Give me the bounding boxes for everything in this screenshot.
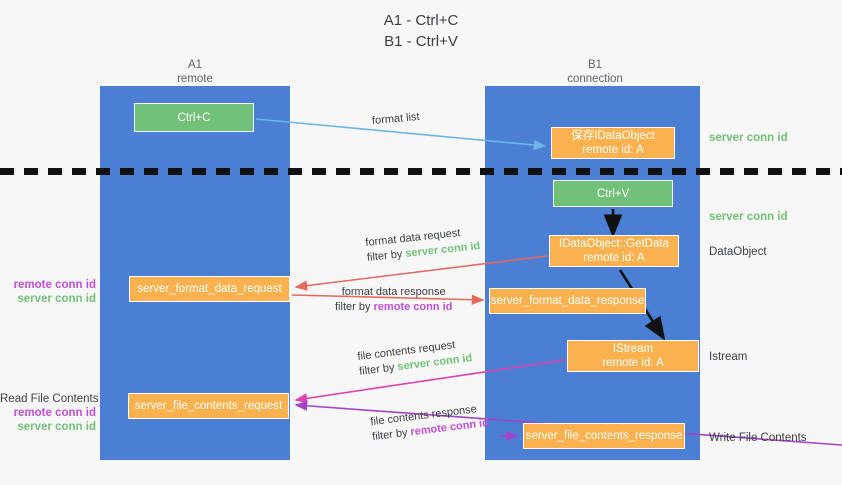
label-file-contents-request: file contents request filter by server c… xyxy=(357,336,474,380)
label-format-data-response: format data response filter by remote co… xyxy=(335,285,452,315)
node-getdata[interactable]: IDataObject::GetData remote id: A xyxy=(549,235,679,267)
title-line-2: B1 - Ctrl+V xyxy=(384,33,458,50)
note-server-conn-id-2: server conn id xyxy=(17,421,96,433)
label-format-data-request: format data request filter by server con… xyxy=(365,224,481,266)
node-server-format-data-request[interactable]: server_format_data_request xyxy=(129,276,290,302)
note-server-conn-id-1: server conn id xyxy=(17,293,96,305)
label-format-list: format list xyxy=(371,110,421,129)
filter-prefix: filter by xyxy=(358,361,399,378)
note-remote-conn-id-2: remote conn id xyxy=(13,407,96,419)
title-line-1: A1 - Ctrl+C xyxy=(383,12,459,29)
lane-header-b1: B1 connection xyxy=(515,58,675,86)
label-format-data-response-text: format data response xyxy=(341,286,446,298)
lane-header-a1: A1 remote xyxy=(115,58,275,86)
node-server-format-data-request-label: server_format_data_request xyxy=(137,283,282,295)
node-istream[interactable]: IStream remote id: A xyxy=(567,340,699,372)
label-format-data-response-filter: filter by remote conn id xyxy=(335,300,452,315)
note-left-conn-ids: remote conn id server conn id xyxy=(0,278,96,306)
node-ctrl-v[interactable]: Ctrl+V xyxy=(553,180,673,207)
node-ctrl-c[interactable]: Ctrl+C xyxy=(134,103,254,132)
note-read-file-contents: Read File Contents xyxy=(0,393,99,405)
lane-header-b1-role: connection xyxy=(567,73,623,85)
filter-prefix: filter by xyxy=(366,247,406,264)
phase-divider xyxy=(0,168,842,175)
node-server-format-data-response-label: server_format_data_response xyxy=(490,295,645,307)
note-server-conn-id-top: server conn id xyxy=(709,132,788,144)
note-write-file-contents: Write File Contents xyxy=(709,432,807,444)
node-server-file-contents-response-label: server_file_contents_response xyxy=(525,430,683,442)
note-remote-conn-id-1: remote conn id xyxy=(13,279,96,291)
node-save-dataobject-label: 保存IDataObject xyxy=(571,130,655,142)
node-server-file-contents-request-label: server_file_contents_request xyxy=(134,400,283,412)
node-server-file-contents-request[interactable]: server_file_contents_request xyxy=(128,393,289,419)
node-istream-sub: remote id: A xyxy=(602,357,664,369)
node-server-format-data-response[interactable]: server_format_data_response xyxy=(489,288,646,314)
node-ctrl-v-label: Ctrl+V xyxy=(596,187,630,200)
label-format-list-text: format list xyxy=(371,110,421,128)
note-server-conn-id-mid: server conn id xyxy=(709,211,788,223)
node-ctrl-c-label: Ctrl+C xyxy=(177,111,211,124)
filter-prefix: filter by xyxy=(371,426,412,444)
note-read-file-contents-group: Read File Contents remote conn id server… xyxy=(0,392,99,434)
lane-header-a1-name: A1 xyxy=(187,59,203,71)
node-getdata-sub: remote id: A xyxy=(583,252,645,264)
note-istream: Istream xyxy=(709,351,748,363)
node-getdata-label: IDataObject::GetData xyxy=(559,238,669,250)
node-istream-label: IStream xyxy=(612,343,654,355)
label-file-contents-response: file contents response filter by remote … xyxy=(370,401,490,445)
filter-value-remote-conn-id: remote conn id xyxy=(373,301,453,313)
node-save-dataobject-sub: remote id: A xyxy=(582,144,644,156)
lane-header-b1-name: B1 xyxy=(587,59,603,71)
note-dataobject: DataObject xyxy=(709,246,767,258)
filter-prefix: filter by xyxy=(335,301,374,313)
lane-header-a1-role: remote xyxy=(177,73,213,85)
node-save-dataobject[interactable]: 保存IDataObject remote id: A xyxy=(551,127,675,159)
node-server-file-contents-response[interactable]: server_file_contents_response xyxy=(523,423,685,449)
page-title: A1 - Ctrl+C B1 - Ctrl+V xyxy=(0,10,842,52)
